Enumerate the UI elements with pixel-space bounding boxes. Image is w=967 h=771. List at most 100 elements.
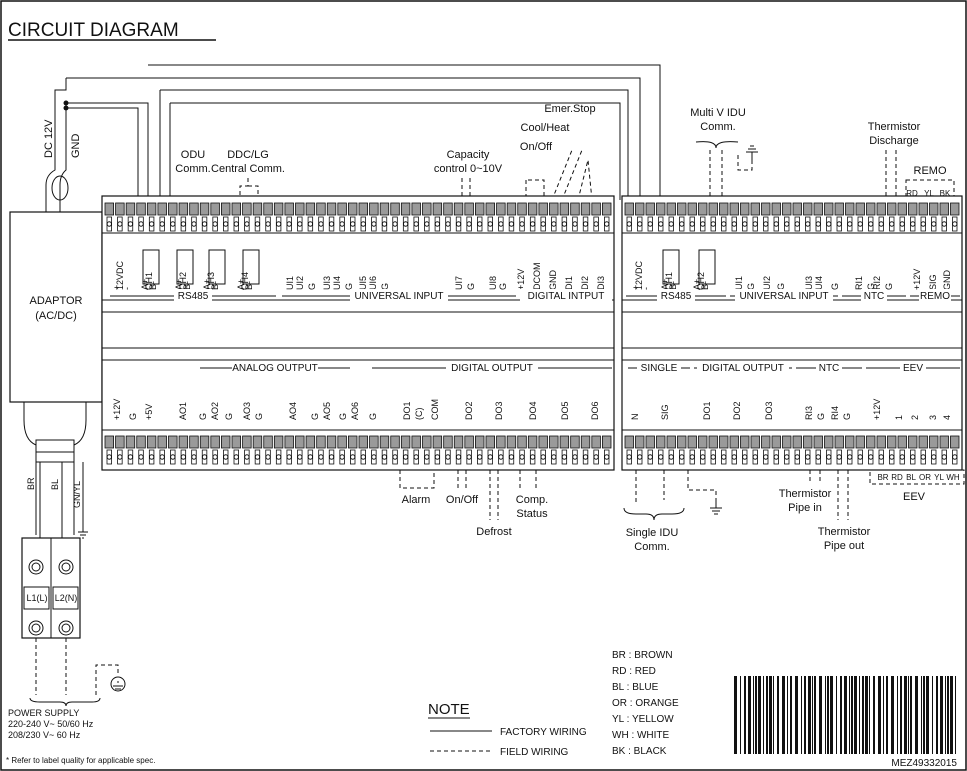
multi-v-comm-label: Comm. xyxy=(700,121,735,133)
ext-upper-pin-1: + xyxy=(631,285,641,290)
main-lower-pin-15: DO1 xyxy=(402,401,412,420)
barcode-bar xyxy=(878,676,881,754)
single-idu-label: Single IDU xyxy=(626,527,679,539)
eev-color-yl: YL xyxy=(934,473,944,482)
ext-lower-terminals xyxy=(624,435,960,465)
ext-upper-pin-7: B- xyxy=(700,281,710,290)
mains-br-label: BR xyxy=(26,477,36,490)
ext-upper-pin-13: UI3 xyxy=(804,276,814,290)
barcode-bar xyxy=(865,676,868,754)
thermistor-discharge-label: Thermistor xyxy=(868,121,921,133)
eev-color-wh: WH xyxy=(946,473,960,482)
main-upper-pin-18: UI3 xyxy=(322,276,332,290)
eev-color-rd: RD xyxy=(891,473,903,482)
ext-upper-pin-9: UI1 xyxy=(734,276,744,290)
barcode-bar xyxy=(766,676,768,754)
main-upper-pin-32: DI2 xyxy=(580,276,590,290)
ext-upper-pin-22: GND xyxy=(942,270,952,291)
ext-single-label: SINGLE xyxy=(641,363,678,374)
main-lower-pin-3: AO1 xyxy=(178,402,188,420)
barcode-bar xyxy=(812,676,813,754)
odu-comm-label: ODU xyxy=(181,149,206,161)
onoff-out-label: On/Off xyxy=(446,494,479,506)
ext-upper-pin-20: +12V xyxy=(912,269,922,290)
main-upper-pin-15: UI1 xyxy=(285,276,295,290)
barcode-bar xyxy=(748,676,751,754)
main-digital-output-label: DIGITAL OUTPUT xyxy=(451,363,533,374)
barcode-bar xyxy=(932,676,933,754)
main-universal-input-label: UNIVERSAL INPUT xyxy=(354,291,443,302)
main-upper-pin-14: CH4 xyxy=(240,272,250,290)
ext-digital-output-label: DIGITAL OUTPUT xyxy=(702,363,784,374)
barcode-bar xyxy=(808,676,811,754)
main-upper-pin-2: - xyxy=(122,287,132,290)
ext-upper-pin-18: RI2 xyxy=(872,276,882,290)
ext-upper-pin-12: G xyxy=(776,283,786,290)
eev-color-or: OR xyxy=(919,473,931,482)
central-comm-label: Central Comm. xyxy=(211,163,285,175)
ext-lower-pin-9: +12V xyxy=(872,399,882,420)
emer-stop-label: Emer.Stop xyxy=(544,103,595,115)
ext-upper-pin-11: UI2 xyxy=(762,276,772,290)
barcode-bar xyxy=(773,676,774,754)
barcode-bar xyxy=(795,676,798,754)
main-lower-pin-6: G xyxy=(224,413,234,420)
barcode-bar xyxy=(753,676,754,754)
barcode-bar xyxy=(955,676,956,754)
barcode-bar xyxy=(945,676,946,754)
main-lower-pin-17: COM xyxy=(430,399,440,420)
barcode-bar xyxy=(849,676,850,754)
adaptor-sub-label: (AC/DC) xyxy=(35,310,77,322)
barcode-bar xyxy=(854,676,857,754)
barcode-bar xyxy=(908,676,909,754)
ext-remo-label: REMO xyxy=(920,291,950,302)
ext-lower-pin-6: G xyxy=(816,413,826,420)
alarm-label: Alarm xyxy=(402,494,431,506)
main-lower-pin-9: AO4 xyxy=(288,402,298,420)
main-lower-pin-16: (C) xyxy=(414,408,424,421)
diagram-title: CIRCUIT DIAGRAM xyxy=(8,20,179,41)
barcode-bar xyxy=(819,676,822,754)
ext-lower-pin-4: DO3 xyxy=(764,401,774,420)
main-upper-pin-19: UI4 xyxy=(332,276,342,290)
barcode-bar xyxy=(755,676,757,754)
legend-item-4: YL : YELLOW xyxy=(612,714,674,725)
ext-upper-pin-16: RI1 xyxy=(854,276,864,290)
terminal-l2-label: L2(N) xyxy=(55,593,78,603)
barcode-bar xyxy=(897,676,898,754)
main-upper-pin-22: UI6 xyxy=(368,276,378,290)
barcode-bar xyxy=(790,676,792,754)
power-supply-spec-2: 208/230 V~ 60 Hz xyxy=(8,730,81,740)
single-idu-comm-label: Comm. xyxy=(634,541,669,553)
main-lower-pin-19: DO3 xyxy=(494,401,504,420)
main-lower-pin-18: DO2 xyxy=(464,401,474,420)
ext-upper-pin-14: UI4 xyxy=(814,276,824,290)
adaptor-box xyxy=(9,211,103,403)
barcode-bar xyxy=(862,676,864,754)
barcode-bar xyxy=(869,676,870,754)
main-upper-pin-11: CH3 xyxy=(206,272,216,290)
ext-lower-pin-12: 3 xyxy=(928,415,938,420)
main-rs485-label: RS485 xyxy=(178,291,209,302)
mains-bl-label: BL xyxy=(50,479,60,490)
ext-upper-pin-15: G xyxy=(830,283,840,290)
comp-status-label: Status xyxy=(516,508,548,520)
barcode-bar xyxy=(851,676,853,754)
legend-item-2: BL : BLUE xyxy=(612,682,659,693)
main-lower-pin-12: G xyxy=(338,413,348,420)
pipe-in-label: Thermistor xyxy=(779,488,832,500)
main-upper-pin-30: GND xyxy=(548,270,558,291)
barcode-bar xyxy=(923,676,925,754)
legend-item-5: WH : WHITE xyxy=(612,730,670,741)
barcode-bar xyxy=(936,676,938,754)
main-upper-pin-24: UI7 xyxy=(454,276,464,290)
adaptor-label: ADAPTOR xyxy=(30,295,83,307)
field-wiring-label: FIELD WIRING xyxy=(500,747,569,758)
part-code: MEZ49332015 xyxy=(891,758,957,769)
barcode-bar xyxy=(827,676,829,754)
pipe-out-label: Thermistor xyxy=(818,526,871,538)
main-digital-input-label: DIGITAL INTPUT xyxy=(528,291,605,302)
barcode-bar xyxy=(950,676,953,754)
ext-upper-pin-21: SIG xyxy=(928,274,938,290)
note-heading: NOTE xyxy=(428,701,470,718)
